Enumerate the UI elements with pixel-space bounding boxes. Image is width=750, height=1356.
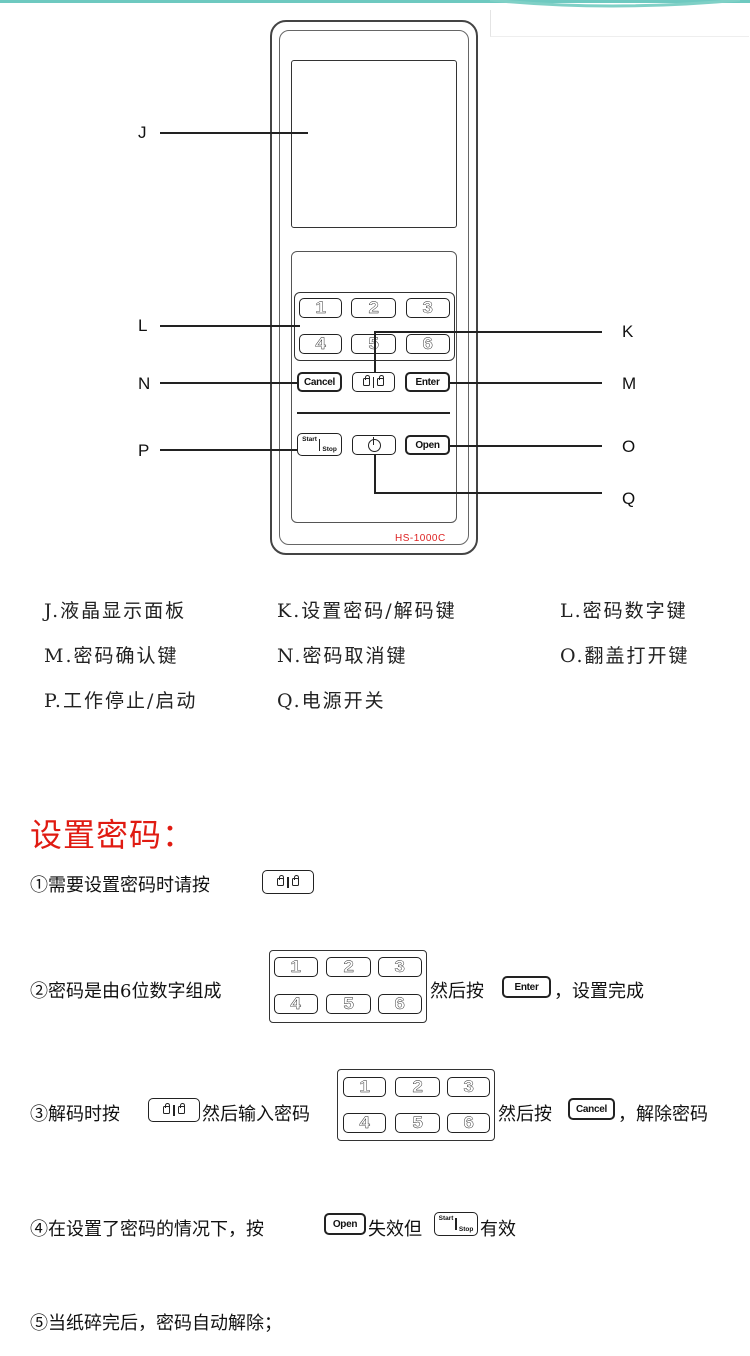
callout-m-line <box>450 382 602 384</box>
callout-j: J <box>138 123 147 142</box>
number-key-1[interactable]: 1 <box>299 298 342 318</box>
top-accent-bar <box>0 0 750 3</box>
model-label: HS-1000C <box>395 533 446 544</box>
number-key-2[interactable]: 2 <box>351 298 396 318</box>
step-3-text-c: 然后按 <box>498 1104 552 1125</box>
lock-icon <box>362 375 370 386</box>
step-4-start-stop-key: Start Stop <box>434 1212 478 1236</box>
start-stop-divider <box>318 438 321 451</box>
number-key-6[interactable]: 6 <box>406 334 450 354</box>
step-1-text: ①需要设置密码时请按 <box>30 875 210 896</box>
step-2-key-3: 3 <box>378 957 422 977</box>
callout-n: N <box>138 374 151 393</box>
step-3-text-d: ，解除密码 <box>618 1104 708 1125</box>
step-2-key-4: 4 <box>274 994 318 1014</box>
legend-p: P.工作停止/启动 <box>44 690 198 712</box>
step-3-cancel-key: Cancel <box>568 1098 615 1120</box>
callout-q-drop <box>374 455 376 493</box>
legend-j: J.液晶显示面板 <box>44 600 187 622</box>
callout-l-line <box>160 325 300 327</box>
step-2-text-c: ，设置完成 <box>554 981 644 1002</box>
stop-label: Stop <box>458 1226 474 1233</box>
step-3-key-6: 6 <box>447 1113 490 1133</box>
number-key-4[interactable]: 4 <box>299 334 342 354</box>
step-3-text-a: ③解码时按 <box>30 1104 120 1125</box>
step-2-key-2: 2 <box>326 957 371 977</box>
cancel-key[interactable]: Cancel <box>297 372 342 392</box>
top-corner-box <box>490 10 749 37</box>
top-swoosh-decoration <box>489 0 741 8</box>
callout-o: O <box>622 437 636 456</box>
device-inner-border <box>279 30 469 545</box>
callout-k-line <box>375 331 602 333</box>
lock-divider <box>372 376 375 388</box>
lock-divider <box>173 1104 175 1116</box>
step-2-enter-key: Enter <box>502 976 551 998</box>
step-4-text-c: 有效 <box>480 1219 516 1240</box>
step-3-text-b: 然后输入密码 <box>202 1104 310 1125</box>
callout-k-drop <box>374 331 376 373</box>
lock-key[interactable] <box>352 372 395 392</box>
lock-icon <box>163 1103 171 1114</box>
lock-divider <box>287 876 289 888</box>
callout-n-line <box>160 382 297 384</box>
callout-p-line <box>160 449 297 451</box>
callout-k: K <box>622 322 634 341</box>
legend-m: M.密码确认键 <box>44 645 179 667</box>
lock-icon <box>277 875 285 886</box>
start-label: Start <box>302 436 317 443</box>
number-key-3[interactable]: 3 <box>406 298 450 318</box>
step-2-text-a: ②密码是由6位数字组成 <box>30 981 222 1002</box>
legend-n: N.密码取消键 <box>277 645 408 667</box>
step-2-key-5: 5 <box>326 994 371 1014</box>
step-3-key-5: 5 <box>395 1113 440 1133</box>
step-5-text: ⑤当纸碎完后，密码自动解除； <box>30 1313 282 1334</box>
step-3-lock-key <box>148 1098 200 1122</box>
callout-o-line <box>450 445 602 447</box>
step-2-key-6: 6 <box>378 994 422 1014</box>
unlock-icon <box>177 1103 185 1114</box>
callout-j-line <box>160 132 308 134</box>
step-3-key-3: 3 <box>447 1077 490 1097</box>
step-3-key-1: 1 <box>343 1077 386 1097</box>
step-4-text-a: ④在设置了密码的情况下，按 <box>30 1219 264 1240</box>
open-key[interactable]: Open <box>405 435 450 455</box>
callout-m: M <box>622 374 637 393</box>
section-title: 设置密码： <box>30 816 196 854</box>
keypad-separator <box>297 412 450 414</box>
legend-q: Q.电源开关 <box>277 690 386 712</box>
callout-q: Q <box>622 489 636 508</box>
keypad-panel <box>291 251 457 523</box>
step-2-key-1: 1 <box>274 957 318 977</box>
step-4-open-key: Open <box>324 1213 366 1235</box>
enter-key[interactable]: Enter <box>405 372 450 392</box>
callout-l: L <box>138 316 148 335</box>
step-2-text-b: 然后按 <box>430 981 484 1002</box>
step-1-lock-key <box>262 870 314 894</box>
legend-o: O.翻盖打开键 <box>560 645 690 667</box>
legend-l: L.密码数字键 <box>560 600 688 622</box>
callout-p: P <box>138 441 150 460</box>
number-key-5[interactable]: 5 <box>351 334 396 354</box>
start-stop-key[interactable]: Start Stop <box>297 433 342 456</box>
start-stop-divider <box>455 1218 457 1230</box>
unlock-icon <box>377 375 385 386</box>
legend-k: K.设置密码/解码键 <box>277 600 457 622</box>
callout-q-line <box>374 492 602 494</box>
start-label: Start <box>438 1215 454 1222</box>
power-key[interactable] <box>352 435 396 455</box>
step-3-key-4: 4 <box>343 1113 386 1133</box>
unlock-icon <box>291 875 299 886</box>
stop-label: Stop <box>322 446 337 453</box>
step-4-text-b: 失效但 <box>368 1219 422 1240</box>
lcd-screen <box>291 60 457 228</box>
step-3-key-2: 2 <box>395 1077 440 1097</box>
power-icon <box>367 436 381 452</box>
